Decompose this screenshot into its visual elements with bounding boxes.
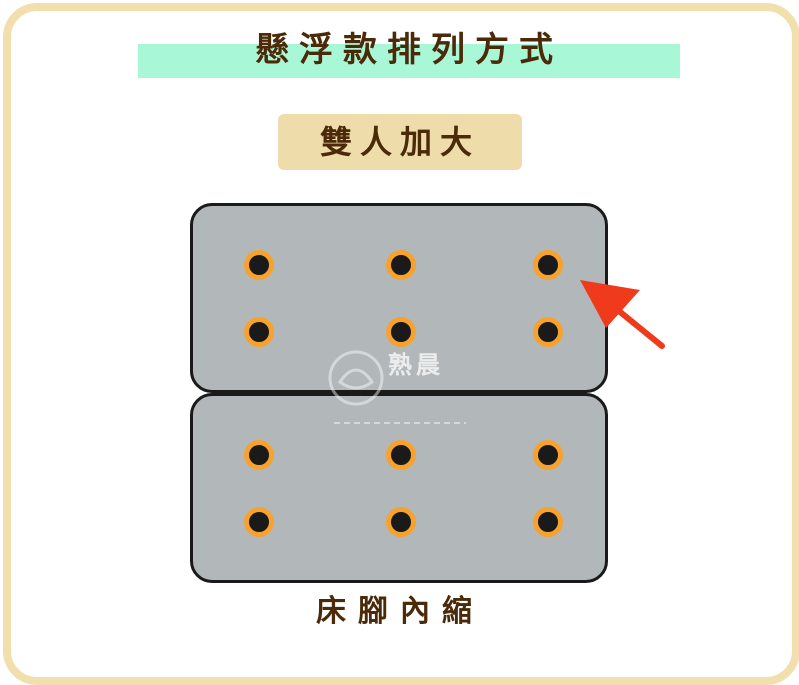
bed-leg-dot [244, 507, 274, 537]
mattress-top [190, 203, 608, 393]
bed-leg-dot [386, 250, 416, 280]
bed-leg-dot [533, 250, 563, 280]
title-highlight [138, 44, 680, 78]
bed-leg-dot [244, 440, 274, 470]
watermark-title: 熟晨 [388, 351, 444, 379]
bed-leg-dot [533, 317, 563, 347]
red-arrow-icon [580, 280, 665, 349]
bed-leg-dot [533, 440, 563, 470]
bed-leg-dot [386, 440, 416, 470]
mattress-bottom [190, 393, 608, 583]
diagram-caption: 床腳內縮 [316, 594, 484, 629]
bed-leg-dot [244, 250, 274, 280]
bed-leg-dot [244, 317, 274, 347]
size-badge: 雙人加大 [278, 114, 522, 170]
bed-leg-dot [386, 317, 416, 347]
bed-leg-dot [386, 507, 416, 537]
diagram-title: 懸浮款排列方式 [255, 30, 563, 70]
brand-logo-icon [328, 350, 466, 424]
bed-leg-dot [533, 507, 563, 537]
